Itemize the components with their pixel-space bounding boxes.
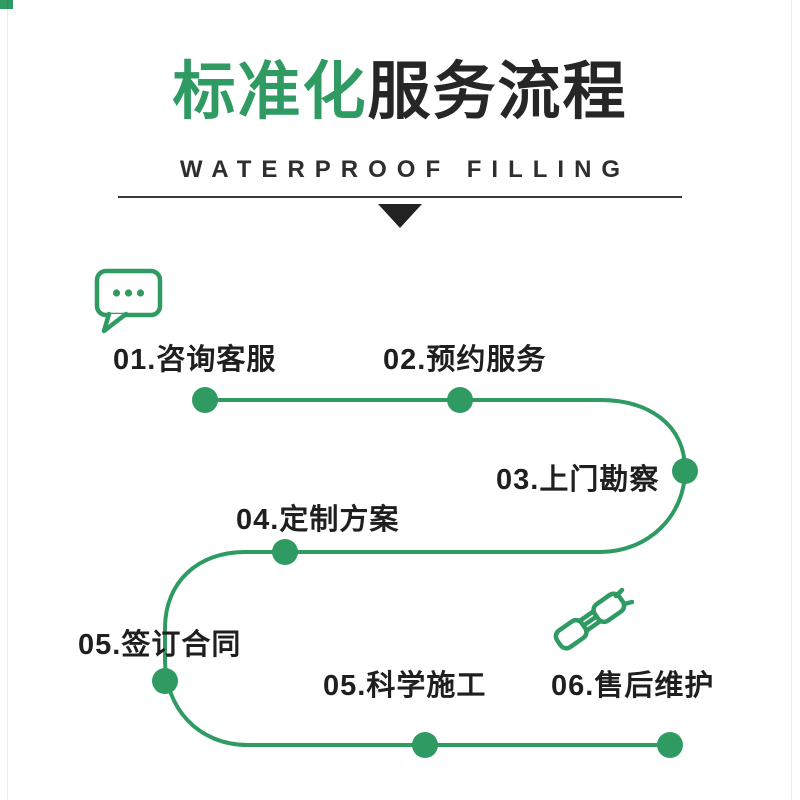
step-label-04: 04.定制方案 xyxy=(236,504,400,536)
flow-path xyxy=(163,398,688,747)
divider-line xyxy=(118,196,682,198)
right-edge-line xyxy=(791,0,792,800)
down-triangle-icon xyxy=(378,204,422,228)
step-dot-04 xyxy=(272,539,298,565)
corner-mark xyxy=(0,0,13,9)
step-label-06: 05.科学施工 xyxy=(323,670,487,702)
step-label-07: 06.售后维护 xyxy=(551,670,715,702)
step-dot-02 xyxy=(447,387,473,413)
step-label-01: 01.咨询客服 xyxy=(113,344,277,376)
step-dot-01 xyxy=(192,387,218,413)
step-dot-03 xyxy=(672,458,698,484)
step-label-05: 05.签订合同 xyxy=(78,629,242,661)
subtitle: WATERPROOF FILLING xyxy=(179,156,631,183)
title-highlight: 标准化 xyxy=(172,57,368,127)
title-rest: 服务流程 xyxy=(367,57,628,127)
step-label-03: 03.上门勘察 xyxy=(496,464,660,496)
step-label-02: 02.预约服务 xyxy=(383,344,547,376)
step-dot-07 xyxy=(657,732,683,758)
left-edge-line xyxy=(7,0,8,800)
step-dot-06 xyxy=(412,732,438,758)
speech-bubble-icon xyxy=(92,264,166,336)
step-dot-05 xyxy=(152,668,178,694)
handshake-icon xyxy=(546,586,635,656)
page-title: 标准化服务流程 xyxy=(0,56,800,128)
